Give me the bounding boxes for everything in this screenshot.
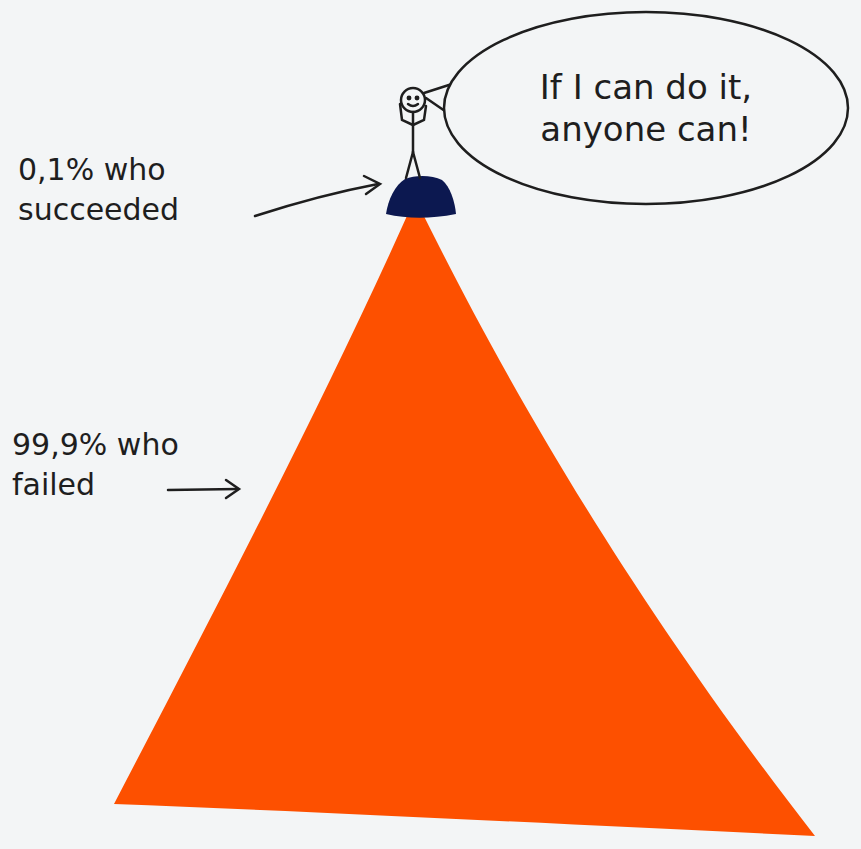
speech-bubble: If I can do it, anyone can! [440, 8, 852, 208]
annotation-label: 99,9% who failed [12, 425, 212, 505]
succeeded-cap [386, 176, 456, 218]
stick-figure [400, 88, 426, 178]
leader-arrow [168, 480, 239, 498]
speech-text: If I can do it, anyone can! [491, 66, 801, 151]
annotation-label: 0,1% who succeeded [18, 150, 228, 230]
failed-triangle [114, 198, 815, 836]
bubble-outline [440, 8, 852, 208]
leader-arrow [255, 176, 380, 216]
